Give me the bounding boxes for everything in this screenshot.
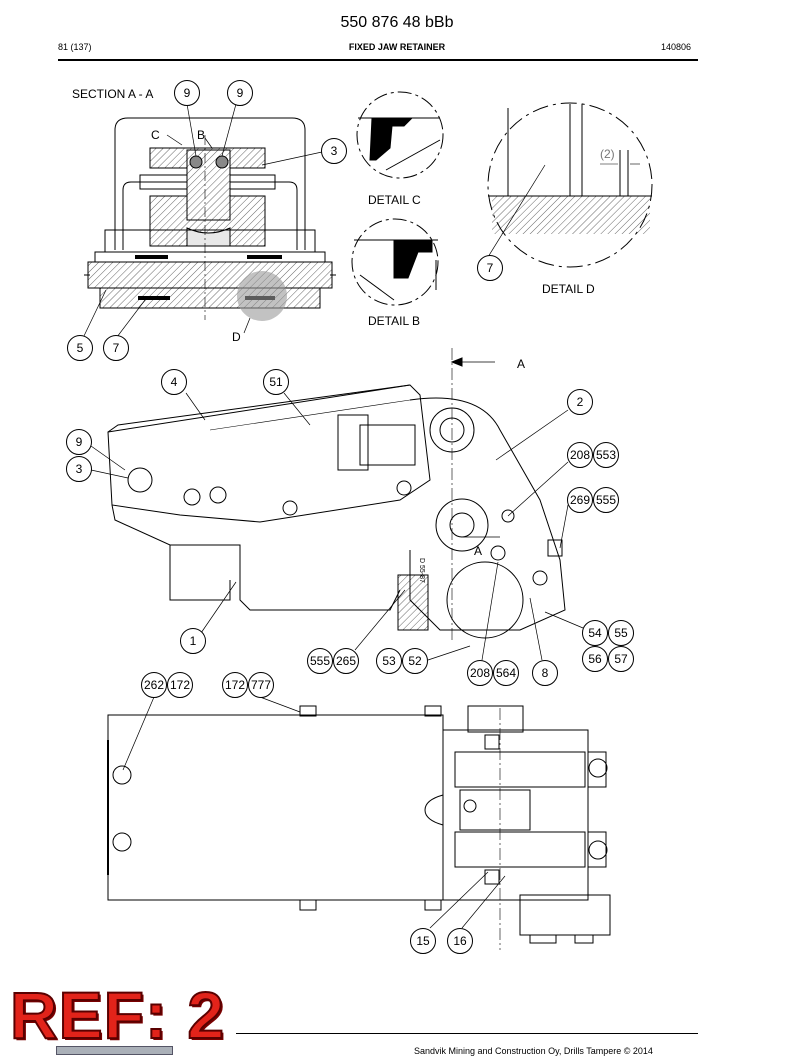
detail-c-label: DETAIL C — [368, 193, 421, 207]
stamp-text: D 55-87 — [418, 558, 425, 583]
callout-number-c2: 2 — [577, 395, 584, 409]
callout-bubble-c9c — [66, 429, 92, 455]
callout-bubble-c3a — [321, 138, 347, 164]
callout-number-c4: 4 — [171, 375, 178, 389]
callout-number-c5: 5 — [77, 341, 84, 355]
label-d: D — [232, 330, 241, 344]
detail-d-view — [487, 102, 653, 268]
page-date: 140806 — [661, 42, 692, 52]
section-label: SECTION A - A — [72, 87, 153, 101]
drawing-labels: SECTION A - A C B D A A DETAIL C DETAIL … — [72, 87, 615, 583]
callout-bubble-c555a — [593, 487, 619, 513]
side-view — [107, 348, 566, 640]
callout-bubble-c555b — [307, 648, 333, 674]
callout-bubble-c53 — [376, 648, 402, 674]
callout-bubble-c262 — [141, 672, 167, 698]
callout-number-c265: 265 — [336, 654, 356, 668]
detail-b-view — [351, 218, 439, 306]
callout-bubble-c54 — [582, 620, 608, 646]
callout-number-c51: 51 — [269, 375, 283, 389]
callout-number-c7a: 7 — [487, 261, 494, 275]
callout-number-c7b: 7 — [113, 341, 120, 355]
callout-number-c9a: 9 — [184, 86, 191, 100]
callout-bubble-c564 — [493, 660, 519, 686]
page-number: 81 (137) — [58, 42, 92, 52]
section-a-a-view — [84, 117, 336, 321]
callout-number-c52: 52 — [408, 654, 422, 668]
callout-number-c553: 553 — [596, 448, 616, 462]
callout-bubble-c269 — [567, 487, 593, 513]
callout-number-c208b: 208 — [470, 666, 490, 680]
callout-bubble-c7b — [103, 335, 129, 361]
callout-bubble-c9b — [227, 80, 253, 106]
callout-bubble-c51 — [263, 369, 289, 395]
callout-number-c16: 16 — [453, 934, 467, 948]
callout-number-c56: 56 — [588, 652, 602, 666]
callout-number-c3b: 3 — [76, 462, 83, 476]
callout-number-c55: 55 — [614, 626, 628, 640]
callout-number-c269: 269 — [570, 493, 590, 507]
callout-bubble-c7a — [477, 255, 503, 281]
callout-bubble-c56 — [582, 646, 608, 672]
label-a-top: A — [517, 357, 525, 371]
callout-number-c57: 57 — [614, 652, 628, 666]
leader-lines — [82, 103, 584, 929]
callout-bubble-c208a — [567, 442, 593, 468]
ref-badge: REF: 2 — [9, 978, 226, 1052]
callout-number-c564: 564 — [496, 666, 516, 680]
callout-bubble-c172a — [167, 672, 193, 698]
document-number: 550 876 48 bBb — [340, 14, 454, 31]
label-a-mid: A — [474, 544, 482, 558]
callout-bubble-c553 — [593, 442, 619, 468]
callout-bubble-c1 — [180, 628, 206, 654]
callout-bubble-c172b — [222, 672, 248, 698]
header-rule — [58, 59, 698, 61]
callout-number-c8: 8 — [542, 666, 549, 680]
callout-number-c1: 1 — [190, 634, 197, 648]
callout-bubble-c265 — [333, 648, 359, 674]
footer-rule — [236, 1033, 698, 1034]
callout-bubble-c15 — [410, 928, 436, 954]
callout-number-c53: 53 — [382, 654, 396, 668]
footer-copyright: Sandvik Mining and Construction Oy, Dril… — [414, 1046, 653, 1056]
callout-number-c9c: 9 — [76, 435, 83, 449]
label-b: B — [197, 128, 205, 142]
callout-number-c15: 15 — [416, 934, 430, 948]
callout-number-c9b: 9 — [237, 86, 244, 100]
callout-number-c3a: 3 — [331, 144, 338, 158]
label-c: C — [151, 128, 160, 142]
callout-bubble-c16 — [447, 928, 473, 954]
detail-d-label: DETAIL D — [542, 282, 595, 296]
detail-b-label: DETAIL B — [368, 314, 420, 328]
callout-bubble-c5 — [67, 335, 93, 361]
callout-number-c555b: 555 — [310, 654, 330, 668]
callout-number-c172a: 172 — [170, 678, 190, 692]
callout-bubble-c3b — [66, 456, 92, 482]
callout-bubble-c208b — [467, 660, 493, 686]
dimension-note: (2) — [600, 147, 615, 161]
callout-number-c54: 54 — [588, 626, 602, 640]
top-view — [107, 705, 611, 950]
callout-bubble-c57 — [608, 646, 634, 672]
callout-number-c208a: 208 — [570, 448, 590, 462]
callout-bubble-c8 — [532, 660, 558, 686]
callout-bubble-c52 — [402, 648, 428, 674]
callout-bubble-c777 — [248, 672, 274, 698]
page-title: FIXED JAW RETAINER — [348, 42, 446, 52]
callout-number-c262: 262 — [144, 678, 164, 692]
callout-number-c777: 777 — [251, 678, 271, 692]
callout-bubble-c9a — [174, 80, 200, 106]
callout-bubble-c55 — [608, 620, 634, 646]
callout-bubble-c2 — [567, 389, 593, 415]
callout-bubble-c4 — [161, 369, 187, 395]
ref-bar — [56, 1046, 173, 1055]
detail-c-view — [356, 91, 444, 179]
callout-number-c555a: 555 — [596, 493, 616, 507]
callout-number-c172b: 172 — [225, 678, 245, 692]
